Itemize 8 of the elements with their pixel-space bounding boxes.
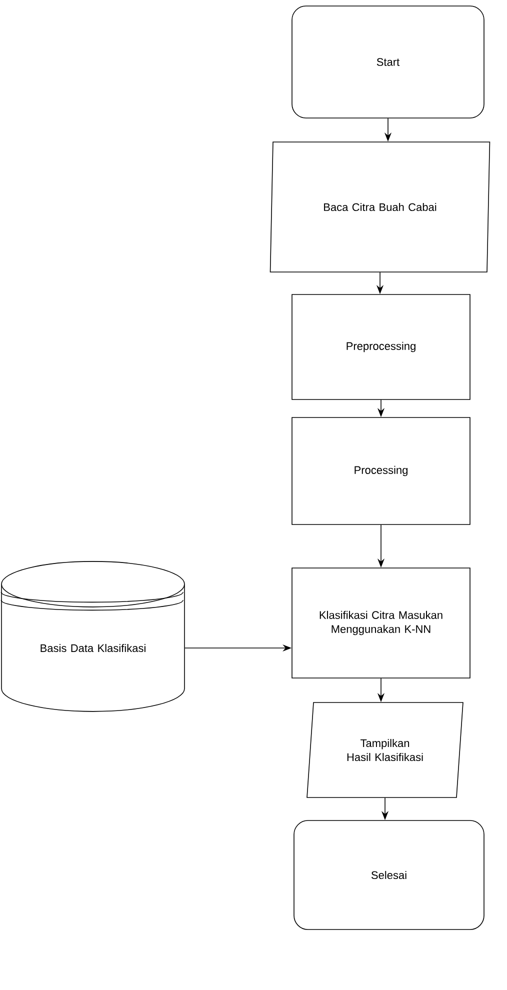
database-cylinder: Basis Data Klasifikasi — [0, 561, 185, 712]
terminal-box: Start — [292, 6, 484, 118]
process-box: Preprocessing — [292, 294, 470, 400]
process-box: Processing — [292, 417, 470, 525]
io-parallelogram: Baca Citra Buah Cabai — [270, 142, 490, 272]
process-box: Klasifikasi Citra Masukan Menggunakan K-NN — [292, 568, 470, 678]
io-parallelogram: Tampilkan Hasil Klasifikasi — [306, 702, 464, 798]
terminal-box: Selesai — [294, 820, 484, 930]
